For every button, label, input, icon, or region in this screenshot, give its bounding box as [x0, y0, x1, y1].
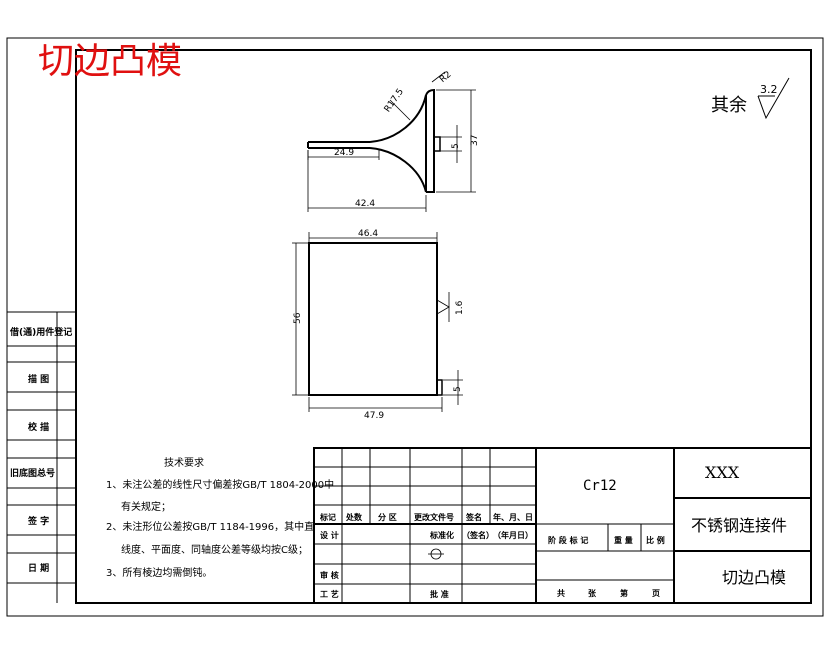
- side-box-trace: 描 图: [28, 373, 49, 385]
- tb-date-paren: （年月日）: [493, 530, 533, 540]
- tb-sheet-no: 第: [620, 588, 628, 598]
- roughness-symbol: [757, 77, 790, 120]
- dim-total-width: 42.4: [355, 199, 375, 209]
- tech-line-2: 有关规定；: [121, 500, 171, 513]
- tb-docno: 更改文件号: [414, 512, 454, 522]
- tb-zone: 分 区: [378, 512, 397, 522]
- tb-sign-paren: （签名）: [462, 530, 494, 540]
- tech-title: 技术要求: [164, 456, 204, 469]
- title-block-grid: [313, 447, 812, 604]
- tb-stage: 阶 段 标 记: [548, 535, 588, 545]
- red-title: 切边凸模: [38, 41, 182, 82]
- tb-process: 工 艺: [320, 589, 339, 599]
- tb-standard: 标准化: [429, 530, 454, 540]
- tb-scale: 比 例: [646, 535, 665, 545]
- side-revision-boxes: [7, 311, 76, 603]
- part-name: 不锈钢连接件: [691, 516, 787, 535]
- dim-radius-small: R2: [438, 70, 454, 85]
- outer-border: [6, 37, 824, 617]
- dim-plate-height: 56: [293, 312, 303, 324]
- dim-plate-bottom-width: 47.9: [364, 411, 384, 421]
- side-box-old-no: 旧底图总号: [10, 467, 55, 479]
- material: Cr12: [583, 478, 617, 494]
- profile-dimensions: [307, 71, 476, 212]
- tb-check: 审 核: [320, 570, 339, 580]
- tb-date: 年、月、日: [493, 512, 533, 522]
- plate-view: [308, 242, 443, 396]
- drawing-code: XXX: [705, 463, 740, 482]
- tb-weight: 重 量: [614, 535, 633, 545]
- dim-plate-small-height: 5: [453, 386, 463, 392]
- dim-radius-large: R17.5: [383, 87, 406, 114]
- drawing-name: 切边凸模: [722, 568, 786, 587]
- dim-plate-top-width: 46.4: [358, 229, 378, 239]
- tech-line-1: 1、未注公差的线性尺寸偏差按GB/T 1804-2000中: [106, 478, 334, 491]
- tb-sign: 签名: [465, 512, 482, 522]
- side-box-check: 校 描: [28, 421, 49, 433]
- plate-dimensions: [292, 232, 463, 412]
- tb-sheet-unit: 页: [652, 589, 660, 598]
- side-box-borrow: 借(通)用件登记: [9, 326, 72, 338]
- profile-view: [307, 88, 441, 193]
- side-box-sign: 签 字: [27, 515, 49, 527]
- tech-line-4: 线度、平面度、同轴度公差等级均按C级；: [121, 543, 308, 556]
- tb-count: 处数: [345, 512, 363, 522]
- dim-slot-height: 5: [451, 143, 461, 149]
- tech-line-5: 3、所有棱边均需倒钝。: [106, 566, 212, 579]
- tb-sheets-unit: 张: [588, 589, 597, 598]
- dim-total-height: 37: [470, 135, 480, 146]
- tech-line-3: 2、未注形位公差按GB/T 1184-1996，其中直: [106, 520, 314, 533]
- roughness-value: 3.2: [760, 83, 778, 96]
- tb-sheets-total: 共: [557, 588, 565, 598]
- tb-mark: 标记: [319, 512, 336, 522]
- roughness-side-value: 1.6: [455, 300, 465, 315]
- tb-design: 设 计: [320, 530, 339, 540]
- side-box-date: 日 期: [28, 562, 49, 574]
- dim-stem-width: 24.9: [334, 148, 354, 158]
- roughness-other-label: 其余: [711, 95, 747, 116]
- tb-approve: 批 准: [430, 589, 449, 599]
